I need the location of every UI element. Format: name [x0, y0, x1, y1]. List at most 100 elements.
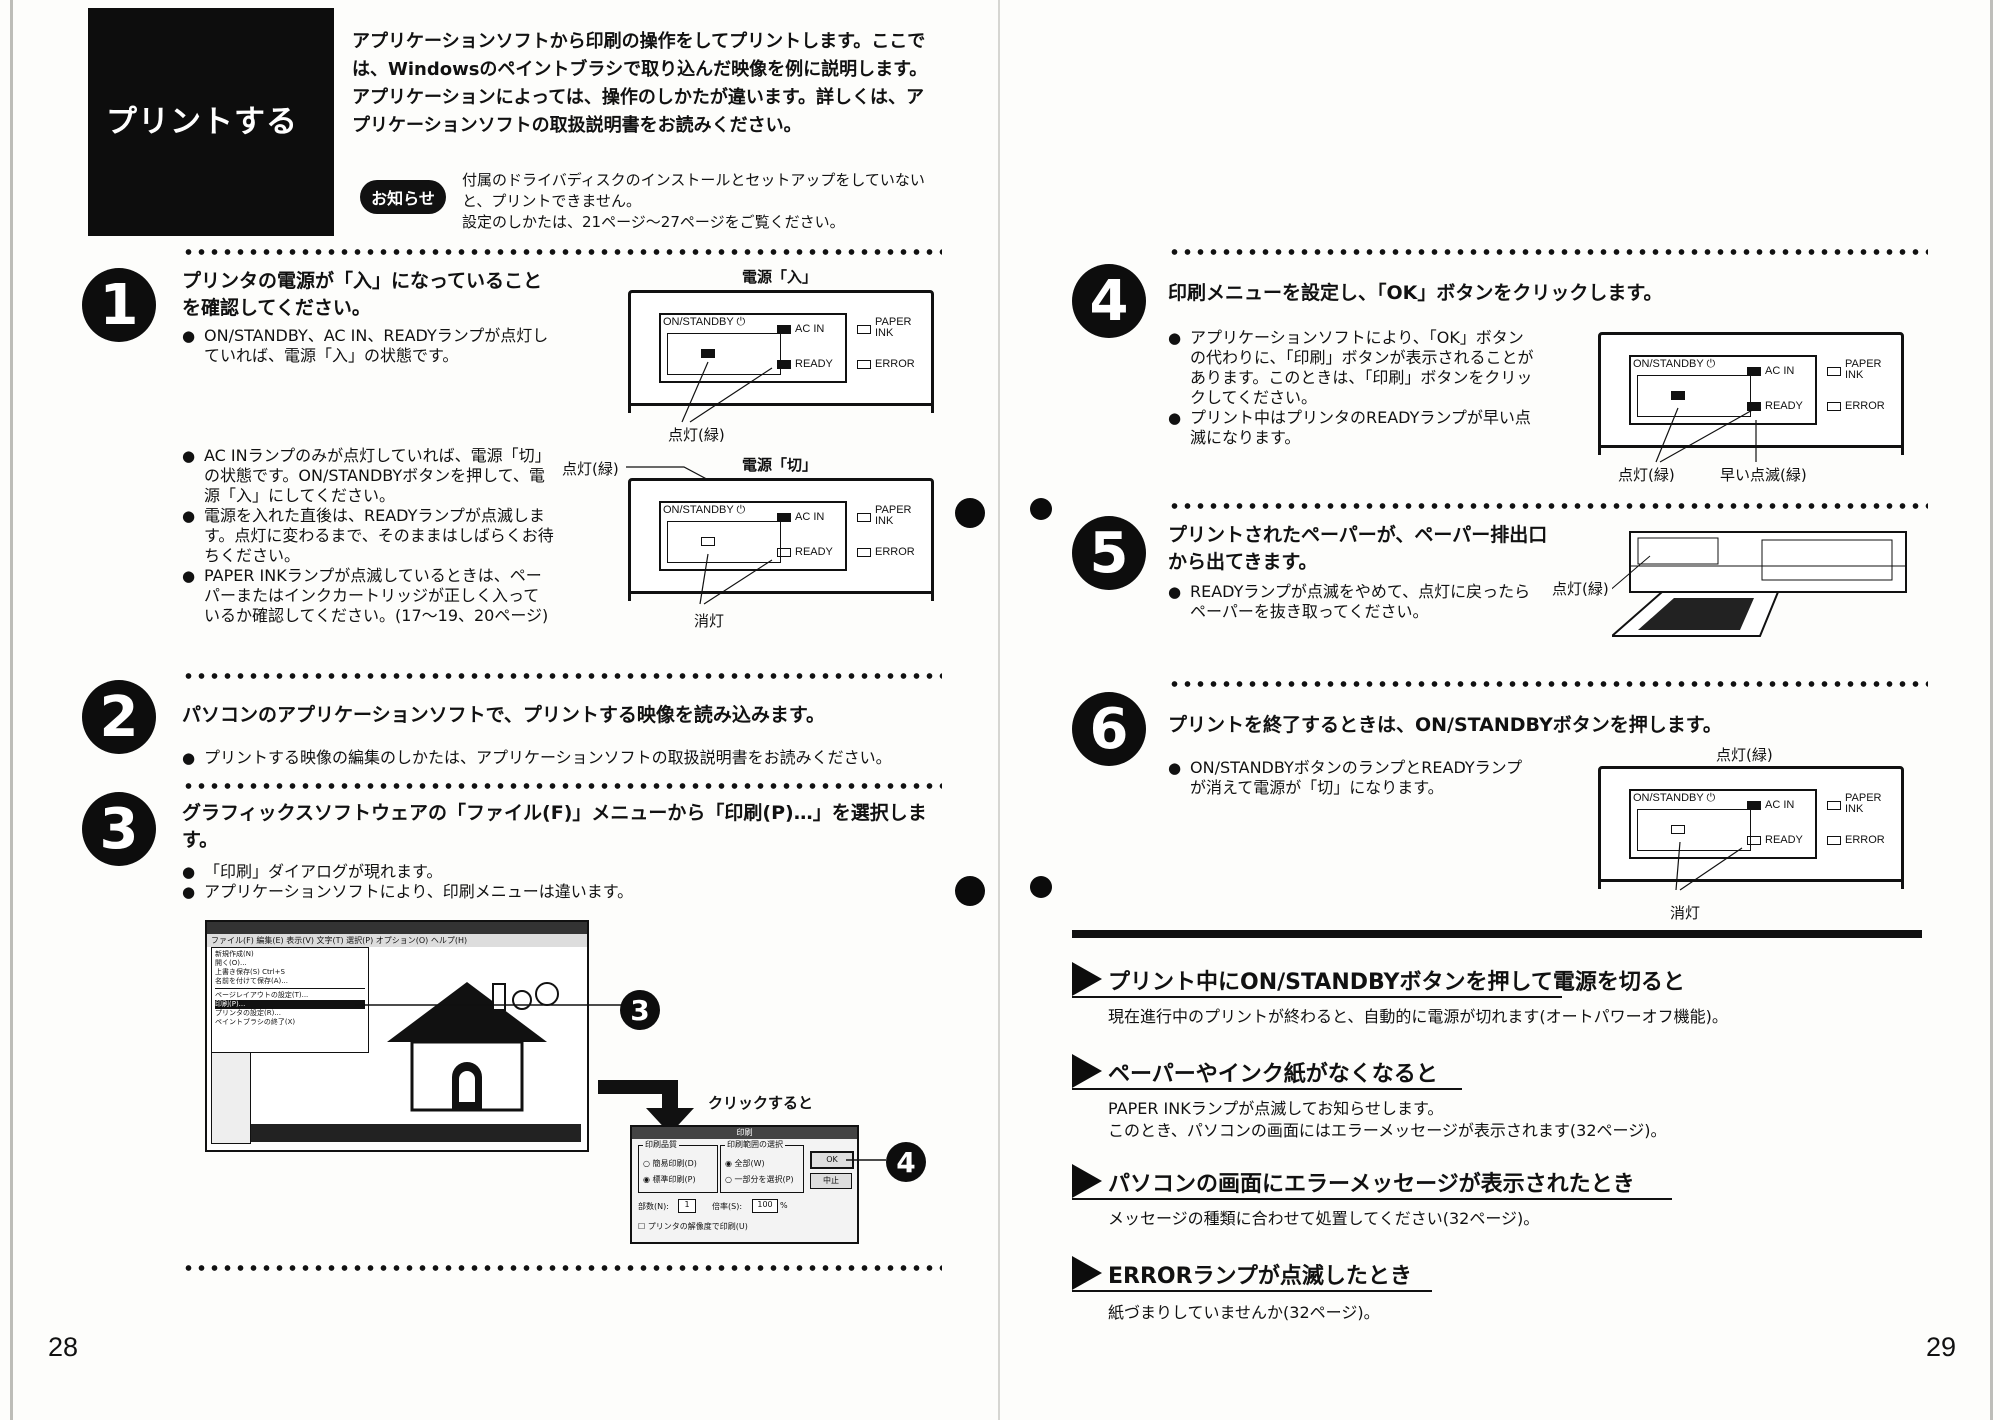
- panel-off-left-label: 点灯(緑): [562, 460, 619, 478]
- error-lamp: [857, 548, 871, 557]
- ready-lamp: [777, 360, 791, 369]
- panel-on-caption: 電源「入」: [742, 268, 818, 286]
- error-label: ERROR: [875, 358, 915, 370]
- paper-ink-lamp: [1827, 367, 1841, 376]
- subsection-text: PAPER INKランプが点滅してお知らせします。: [1108, 1099, 1444, 1118]
- copies-label: 部数(N):: [638, 1202, 669, 1211]
- scale-field[interactable]: 100: [752, 1199, 778, 1213]
- on-standby-lamp: [701, 537, 715, 546]
- list-item: 「印刷」ダイアログが現れます。: [182, 862, 942, 882]
- triangle-icon: [1072, 1256, 1102, 1290]
- subsection-underline: [1072, 1088, 1462, 1090]
- panel-off2-leader-lines: [1675, 841, 1743, 891]
- scale-unit: %: [780, 1201, 788, 1210]
- panel-base: [1598, 879, 1904, 889]
- dialog-titlebar: 印刷: [632, 1127, 857, 1139]
- step-6-number: 6: [1072, 692, 1146, 766]
- panel-screen: [667, 521, 781, 563]
- ac-in-lamp: [777, 513, 791, 522]
- step-5-title: プリントされたペーパーが、ペーパー排出口から出てきます。: [1168, 524, 1548, 573]
- panel-screen: [667, 333, 781, 375]
- range-group-label: 印刷範囲の選択: [725, 1139, 785, 1150]
- on-standby-label: ON/STANDBY ⏻: [1633, 358, 1716, 370]
- panel-base: [1598, 445, 1904, 455]
- ac-in-lamp: [1747, 367, 1761, 376]
- copies-field[interactable]: 1: [678, 1199, 696, 1213]
- down-arrow-icon: [598, 1080, 694, 1134]
- subsection-underline: [1072, 1198, 1672, 1200]
- intro-text: アプリケーションソフトから印刷の操作をしてプリントします。ここでは、Window…: [352, 31, 928, 136]
- quality-option-2[interactable]: ◉ 標準印刷(P): [643, 1175, 696, 1184]
- list-item: READYランプが点滅をやめて、点灯に戻ったらペーパーを抜き取ってください。: [1168, 582, 1538, 622]
- ac-in-label: AC IN: [1765, 365, 1795, 377]
- subsection-title: ERRORランプが点滅したとき: [1108, 1264, 1412, 1289]
- panel-on-below-label: 点灯(緑): [668, 426, 725, 444]
- ready-label: READY: [1765, 400, 1803, 412]
- menu-item[interactable]: ページレイアウトの設定(T)...: [215, 991, 309, 999]
- menu-item-print[interactable]: 印刷(P)...: [215, 1000, 365, 1009]
- printer-lamp-label: 点灯(緑): [1552, 580, 1609, 598]
- resolution-checkbox[interactable]: ☐ プリンタの解像度で印刷(U): [638, 1222, 748, 1231]
- range-option-1[interactable]: ◉ 全部(W): [725, 1159, 765, 1168]
- step-2-bullets: プリントする映像の編集のしかたは、アプリケーションソフトの取扱説明書をお読みくだ…: [182, 748, 942, 768]
- menu-item[interactable]: プリンタの設定(R)...: [215, 1009, 282, 1017]
- on-standby-lamp: [1671, 391, 1685, 400]
- step-1-number: 1: [82, 268, 156, 342]
- list-item: ON/STANDBYボタンのランプとREADYランプが消えて電源が「切」になりま…: [1168, 758, 1538, 798]
- on-standby-label: ON/STANDBY ⏻: [663, 316, 746, 328]
- book-spine: [998, 0, 1000, 1420]
- step-3-title: グラフィックスソフトウェアの「ファイル(F)」メニューから「印刷(P)…」を選択…: [182, 802, 927, 851]
- panel-printing-right-label: 早い点滅(緑): [1720, 466, 1807, 484]
- subsection-underline: [1072, 1290, 1432, 1292]
- subsection-title: ペーパーやインク紙がなくなると: [1108, 1062, 1438, 1087]
- notice-line-2: 設定のしかたは、21ページ〜27ページをご覧ください。: [462, 213, 845, 231]
- menu-item[interactable]: ペイントブラシの終了(X): [215, 1018, 296, 1026]
- cancel-button[interactable]: 中止: [810, 1173, 852, 1189]
- step-1-title: プリンタの電源が「入」になっていることを確認してください。: [182, 270, 543, 319]
- subsection-text: 紙づまりしていませんか(32ページ)。: [1108, 1303, 1380, 1322]
- panel-frame: [659, 501, 847, 571]
- ac-in-lamp: [1747, 801, 1761, 810]
- window-menubar[interactable]: ファイル(F) 編集(E) 表示(V) 文字(T) 選択(P) オプション(O)…: [207, 934, 587, 947]
- step-1-bullets-a: ON/STANDBY、AC IN、READYランプが点灯していれば、電源「入」の…: [182, 326, 554, 366]
- range-option-2[interactable]: ○ 一部分を選択(P): [725, 1175, 794, 1184]
- ready-label: READY: [1765, 834, 1803, 846]
- range-option-1-label: 全部(W): [734, 1159, 765, 1168]
- menu-item[interactable]: 開く(O)...: [215, 959, 247, 967]
- printer-front-illustration: [1612, 531, 1907, 637]
- menu-item[interactable]: 上書き保存(S) Ctrl+S: [215, 968, 285, 976]
- color-palette[interactable]: [251, 1124, 581, 1142]
- printer-panel-on: ON/STANDBY ⏻ AC IN READY PAPER INK ERROR: [628, 290, 934, 413]
- list-item: アプリケーションソフトにより、印刷メニューは違います。: [182, 882, 942, 902]
- menu-item[interactable]: 新規作成(N): [215, 950, 254, 958]
- step-3-number: 3: [82, 792, 156, 866]
- step-6-title: プリントを終了するときは、ON/STANDBYボタンを押します。: [1168, 714, 1722, 736]
- ink-label: INK: [875, 327, 894, 339]
- notice-line-1: 付属のドライバディスクのインストールとセットアップをしていないと、プリントできま…: [462, 171, 925, 210]
- panel-base: [628, 403, 934, 413]
- panel-screen: [1637, 809, 1751, 851]
- ready-label: READY: [795, 546, 833, 558]
- on-standby-label: ON/STANDBY ⏻: [663, 504, 746, 516]
- right-page: 4 印刷メニューを設定し、「OK」ボタンをクリックします。 アプリケーションソフ…: [1000, 0, 2000, 1420]
- tool-palette[interactable]: [211, 1052, 251, 1144]
- paper-ink-lamp: [857, 325, 871, 334]
- step-3-bullets: 「印刷」ダイアログが現れます。 アプリケーションソフトにより、印刷メニューは違い…: [182, 862, 942, 902]
- click-label: クリックすると: [708, 1094, 814, 1112]
- list-item: プリントする映像の編集のしかたは、アプリケーションソフトの取扱説明書をお読みくだ…: [182, 748, 942, 768]
- subsection-title: パソコンの画面にエラーメッセージが表示されたとき: [1108, 1172, 1635, 1197]
- print-dialog: 印刷 印刷品質 ○ 簡易印刷(D) ◉ 標準印刷(P) 印刷範囲の選択 ◉ 全部…: [630, 1125, 859, 1244]
- error-label: ERROR: [1845, 834, 1885, 846]
- ac-in-label: AC IN: [795, 511, 825, 523]
- dotted-divider: [1168, 502, 1928, 510]
- dotted-divider: [1168, 248, 1928, 256]
- page-title: プリントする: [106, 104, 298, 140]
- quality-option-1-label: 簡易印刷(D): [652, 1159, 697, 1168]
- notice-text: 付属のドライバディスクのインストールとセットアップをしていないと、プリントできま…: [462, 170, 952, 233]
- paper-label: PAPER: [1845, 792, 1882, 804]
- quality-option-1[interactable]: ○ 簡易印刷(D): [643, 1159, 697, 1168]
- quality-group: 印刷品質 ○ 簡易印刷(D) ◉ 標準印刷(P): [638, 1139, 718, 1193]
- dotted-divider: [182, 782, 942, 790]
- menu-item[interactable]: 名前を付けて保存(A)...: [215, 977, 288, 985]
- paper-label: PAPER: [875, 316, 912, 328]
